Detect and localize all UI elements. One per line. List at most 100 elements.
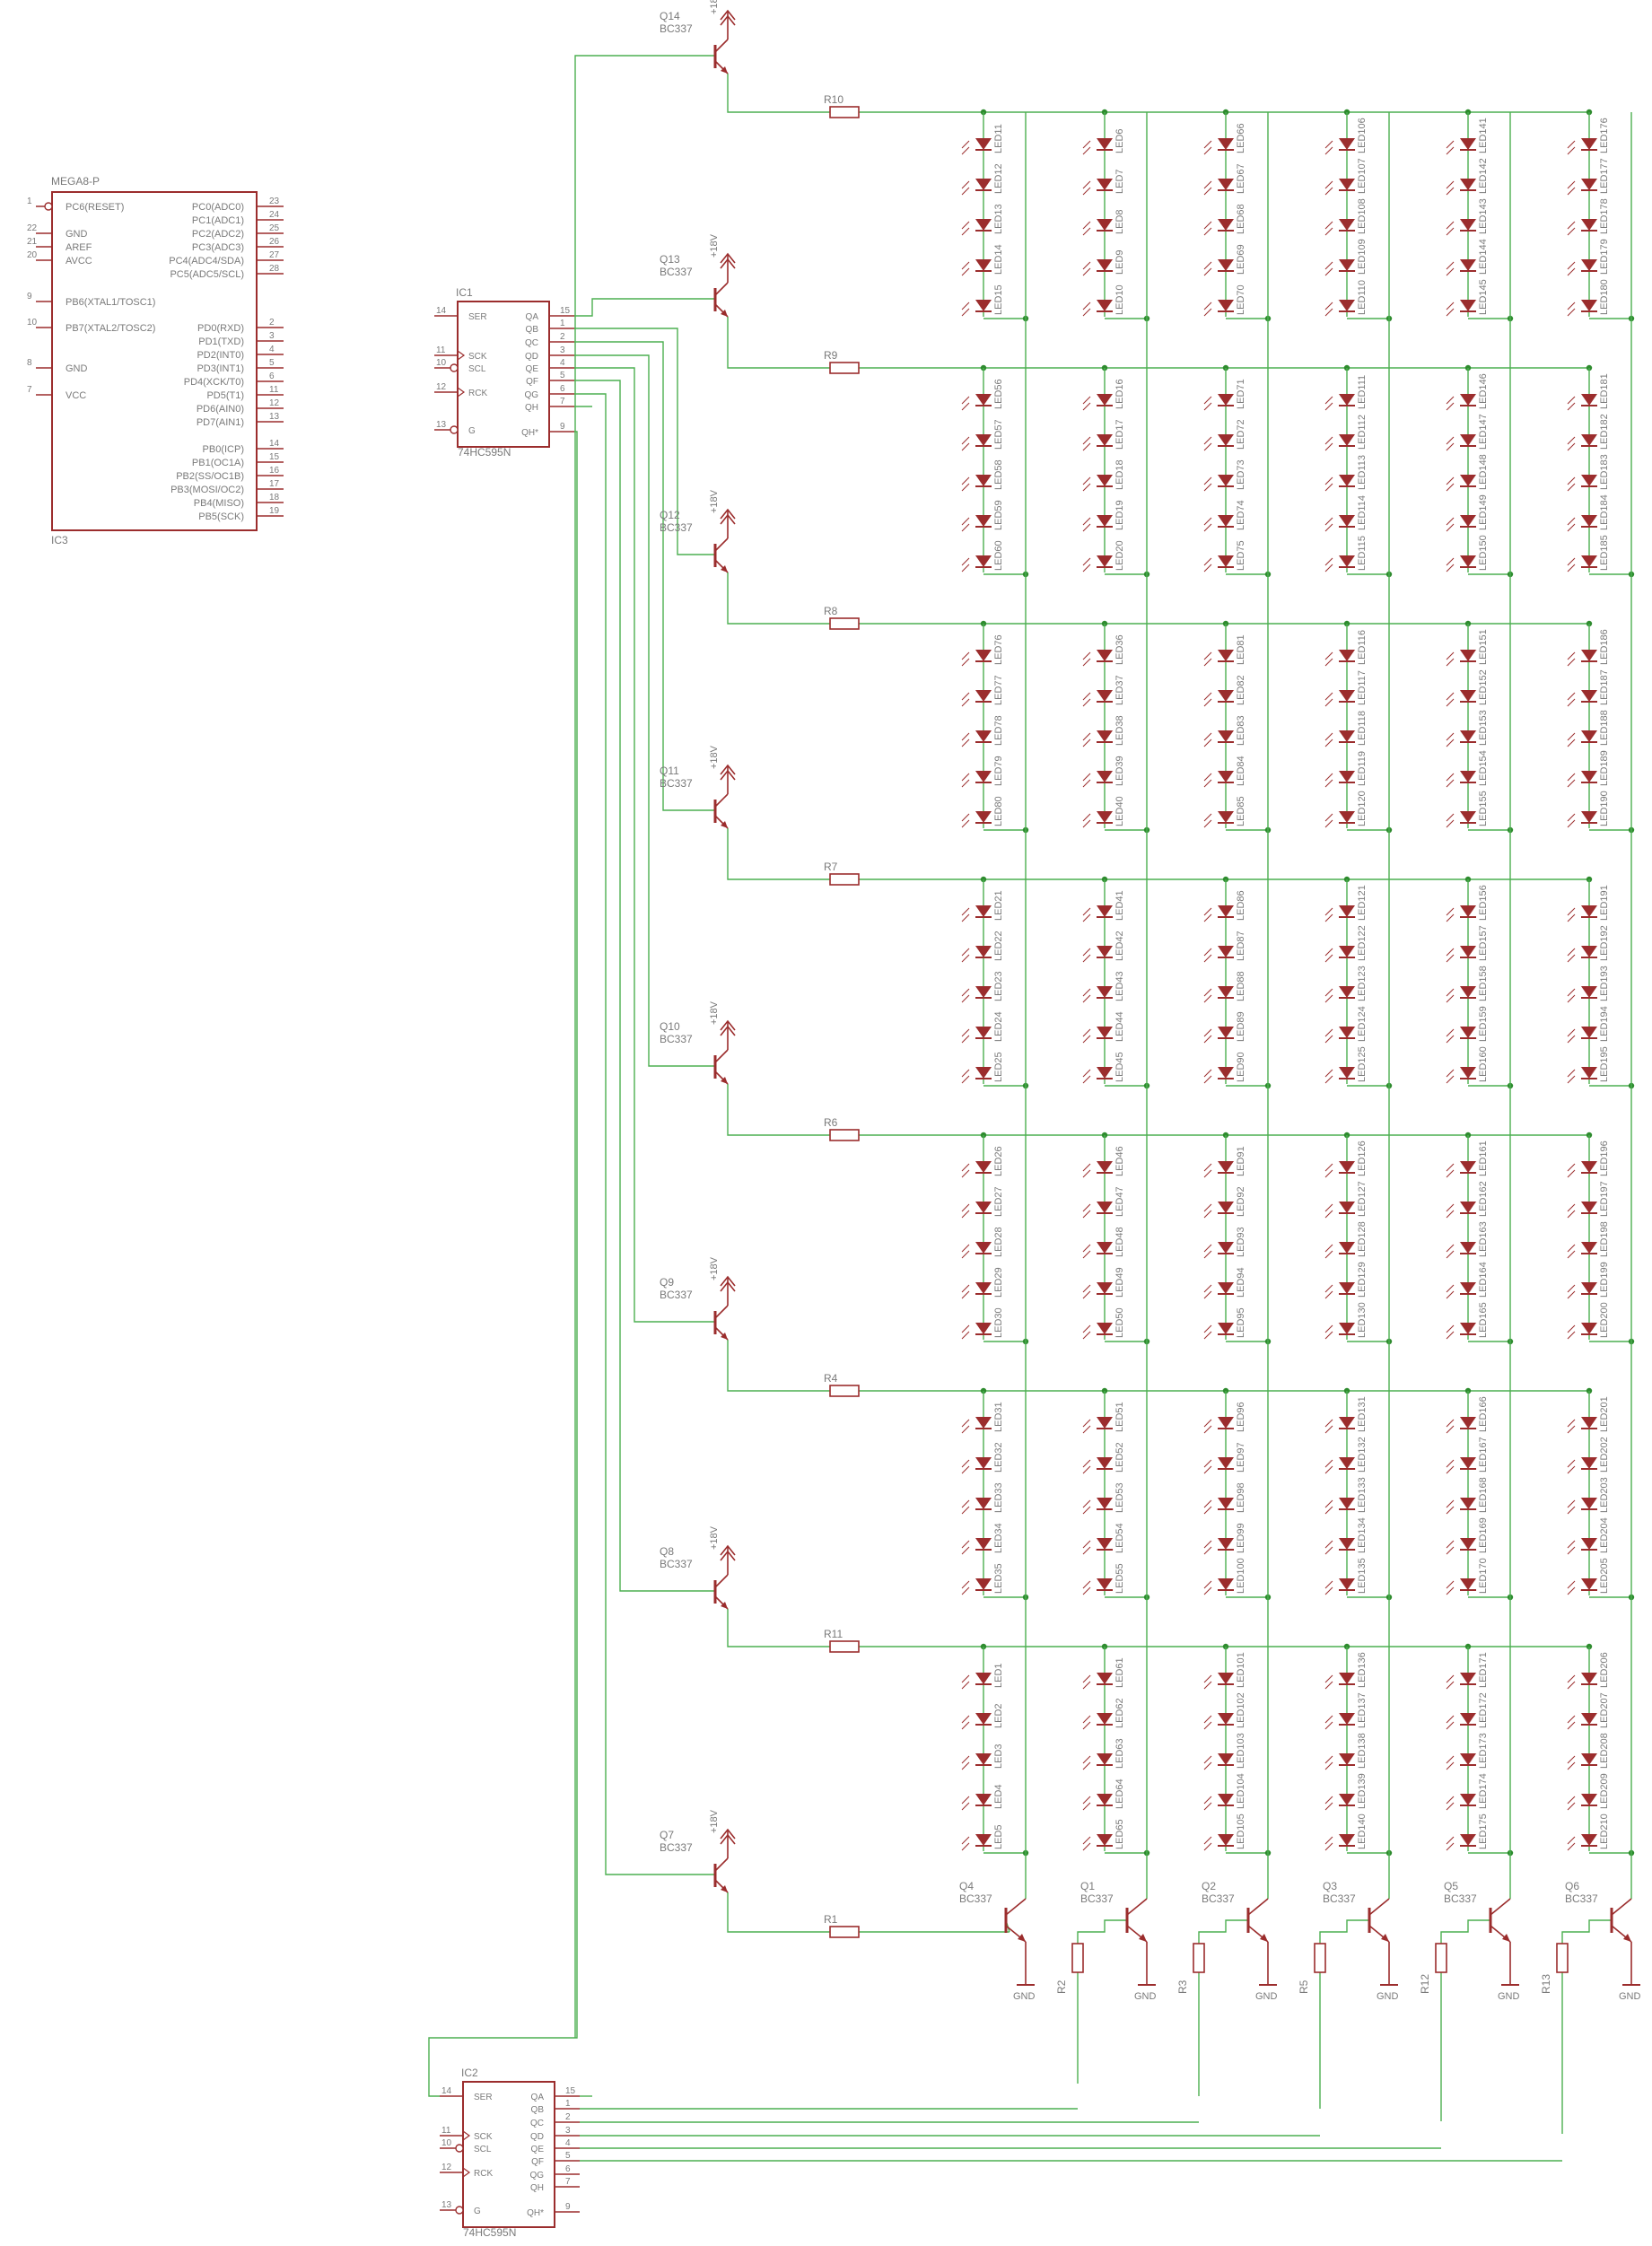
led-light-arrow bbox=[961, 442, 970, 451]
led-diode bbox=[1460, 1067, 1476, 1079]
led-label: LED17 bbox=[1114, 419, 1125, 450]
led-label: LED79 bbox=[993, 756, 1004, 786]
led-label: LED158 bbox=[1478, 966, 1489, 1001]
led-diode bbox=[1339, 219, 1355, 231]
row-transistor-part: BC337 bbox=[660, 266, 693, 278]
led-light-arrow bbox=[1567, 1721, 1576, 1730]
row-supply-arrow bbox=[720, 9, 736, 21]
led-diode bbox=[975, 1457, 992, 1469]
led-light-arrow bbox=[1203, 1290, 1212, 1299]
led-label: LED156 bbox=[1478, 885, 1489, 921]
led-light-arrow bbox=[1446, 187, 1455, 196]
led-diode bbox=[1218, 1834, 1234, 1846]
led-light-arrow bbox=[961, 1459, 970, 1468]
led-light-arrow bbox=[1446, 1540, 1455, 1549]
led-light-arrow bbox=[961, 261, 970, 270]
led-light-arrow bbox=[1082, 651, 1091, 660]
col-resistor bbox=[1071, 1943, 1084, 1973]
led-light-arrow bbox=[1203, 1586, 1212, 1595]
led-light-arrow bbox=[1446, 658, 1455, 667]
row-supply-arrow bbox=[720, 1025, 736, 1036]
led-light-arrow bbox=[1567, 308, 1576, 317]
led-light-arrow bbox=[1082, 779, 1091, 788]
row-resistor-ref: R9 bbox=[824, 349, 838, 362]
ic1-pin-number: 6 bbox=[560, 384, 565, 394]
led-light-arrow bbox=[1324, 442, 1333, 451]
led-label: LED202 bbox=[1599, 1437, 1610, 1473]
led-diode bbox=[1218, 179, 1234, 190]
led-diode bbox=[1581, 1753, 1597, 1765]
led-diode bbox=[1460, 1027, 1476, 1038]
ic3-pin-label: GND bbox=[66, 229, 88, 240]
led-diode bbox=[1218, 1498, 1234, 1509]
led-label: LED153 bbox=[1478, 710, 1489, 746]
col-base-wire bbox=[1319, 1919, 1369, 1944]
led-light-arrow bbox=[1446, 948, 1455, 957]
led-label: LED21 bbox=[993, 890, 1004, 921]
led-label: LED55 bbox=[1114, 1563, 1125, 1594]
ic2-shift-register: IC274HC595N14SER11SCK10SCL12RCK13G15QA1Q… bbox=[440, 2067, 580, 2239]
led-light-arrow bbox=[1567, 907, 1576, 916]
led-diode bbox=[1097, 730, 1113, 742]
led-diode bbox=[1097, 1794, 1113, 1805]
led-light-arrow bbox=[1082, 819, 1091, 828]
row-transistor-part: BC337 bbox=[660, 777, 693, 790]
led-label: LED70 bbox=[1236, 284, 1246, 315]
led-light-arrow bbox=[1446, 988, 1455, 997]
led-label: LED71 bbox=[1236, 379, 1246, 409]
ic3-pin-label: AREF bbox=[66, 242, 92, 253]
led-light-arrow bbox=[1324, 1169, 1333, 1178]
led-light-arrow bbox=[1082, 1331, 1091, 1340]
led-diode bbox=[975, 434, 992, 446]
led-light-arrow bbox=[1446, 1796, 1455, 1805]
led-diode bbox=[1460, 1202, 1476, 1213]
led-diode bbox=[975, 1027, 992, 1038]
led-label: LED169 bbox=[1478, 1517, 1489, 1553]
led-diode bbox=[975, 394, 992, 406]
ic2-pin-label: SCL bbox=[474, 2145, 492, 2154]
ic2-pin-label: QB bbox=[531, 2105, 545, 2115]
led-light-arrow bbox=[961, 1721, 970, 1730]
led-light-arrow bbox=[1082, 1586, 1091, 1595]
led-light-arrow bbox=[1203, 1284, 1212, 1293]
led-light-arrow bbox=[1082, 1842, 1091, 1851]
ic3-pin-label: PD5(T1) bbox=[206, 390, 244, 401]
col-transistor-ref: Q1 bbox=[1080, 1880, 1095, 1892]
led-diode bbox=[1097, 1834, 1113, 1846]
led-diode bbox=[1339, 555, 1355, 567]
led-label: LED151 bbox=[1478, 629, 1489, 665]
gnd-label: GND bbox=[1377, 1991, 1399, 2002]
col-transistor-arrow bbox=[1018, 1934, 1026, 1942]
ic1-pin-label: QH* bbox=[521, 428, 538, 438]
led-diode bbox=[975, 1067, 992, 1079]
led-light-arrow bbox=[1203, 1203, 1212, 1212]
col-transistor-ref: Q2 bbox=[1202, 1880, 1216, 1892]
led-light-arrow bbox=[1567, 1210, 1576, 1219]
led-light-arrow bbox=[1203, 692, 1212, 701]
led-light-arrow bbox=[1567, 1425, 1576, 1434]
ic3-pin-label: PD3(INT1) bbox=[197, 363, 244, 374]
led-light-arrow bbox=[1203, 302, 1212, 310]
row-transistor-ref: Q9 bbox=[660, 1276, 674, 1289]
led-diode bbox=[1218, 1282, 1234, 1294]
row-transistor-collector bbox=[714, 39, 729, 53]
led-light-arrow bbox=[961, 523, 970, 532]
led-diode bbox=[1097, 650, 1113, 661]
led-light-arrow bbox=[1567, 402, 1576, 411]
led-light-arrow bbox=[961, 954, 970, 963]
led-light-arrow bbox=[961, 146, 970, 155]
row-transistor-ref: Q13 bbox=[660, 253, 680, 266]
led-light-arrow bbox=[1324, 1681, 1333, 1690]
led-label: LED1 bbox=[993, 1663, 1004, 1688]
led-diode bbox=[1581, 515, 1597, 527]
col-transistor-arrow bbox=[1502, 1934, 1510, 1942]
col-transistor-ref: Q6 bbox=[1565, 1880, 1579, 1892]
ic3-pin-label: PB2(SS/OC1B) bbox=[176, 471, 244, 482]
row-transistor-arrow bbox=[721, 1885, 728, 1892]
row-transistor-arrow bbox=[721, 821, 728, 828]
led-label: LED3 bbox=[993, 1743, 1004, 1769]
col-base-wire bbox=[1198, 1919, 1248, 1944]
led-diode bbox=[1339, 259, 1355, 271]
col-transistor-arrow bbox=[1381, 1934, 1389, 1942]
led-light-arrow bbox=[1082, 732, 1091, 741]
